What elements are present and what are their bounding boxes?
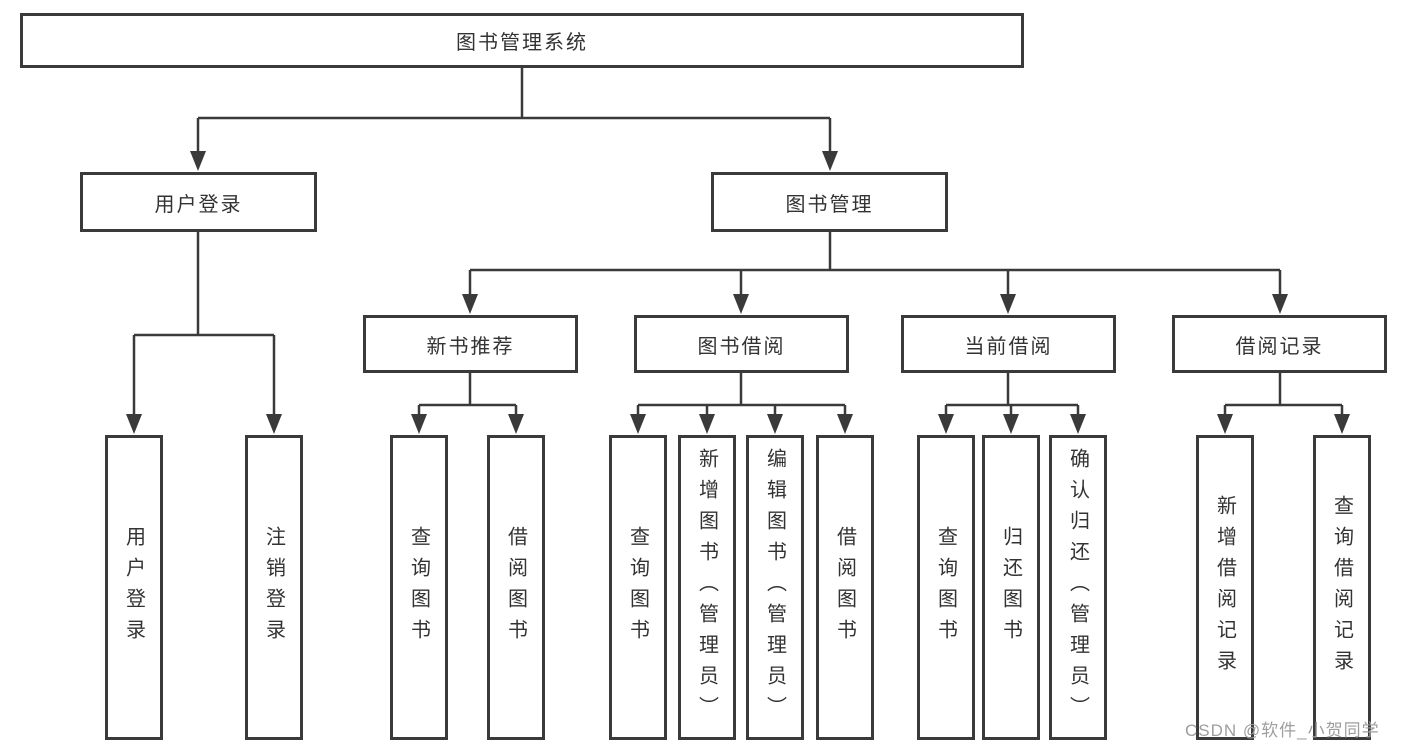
node-new-book-recommend: 新书推荐 xyxy=(363,315,578,373)
node-borrowing-records: 借阅记录 xyxy=(1172,315,1387,373)
leaf-logout: 注销登录 xyxy=(245,435,303,740)
leaf-borrow-books-recommend: 借阅图书 xyxy=(487,435,545,740)
leaf-query-books-borrowing: 查询图书 xyxy=(609,435,667,740)
leaf-add-book-admin: 新增图书（管理员） xyxy=(678,435,736,740)
node-book-management: 图书管理 xyxy=(711,172,948,232)
leaf-edit-book-admin: 编辑图书（管理员） xyxy=(746,435,804,740)
csdn-watermark: CSDN @软件_小贺同学 xyxy=(1185,721,1380,740)
leaf-confirm-return-admin: 确认归还（管理员） xyxy=(1049,435,1107,740)
node-book-borrowing: 图书借阅 xyxy=(634,315,849,373)
leaf-add-borrow-record: 新增借阅记录 xyxy=(1196,435,1254,740)
node-library-system: 图书管理系统 xyxy=(20,13,1024,68)
arrowheads xyxy=(126,151,1350,434)
leaf-user-login: 用户登录 xyxy=(105,435,163,740)
leaf-query-borrow-record: 查询借阅记录 xyxy=(1313,435,1371,740)
node-user-login: 用户登录 xyxy=(80,172,317,232)
leaf-return-books: 归还图书 xyxy=(982,435,1040,740)
leaf-query-books-recommend: 查询图书 xyxy=(390,435,448,740)
leaf-query-books-current: 查询图书 xyxy=(917,435,975,740)
leaf-borrow-books-borrowing: 借阅图书 xyxy=(816,435,874,740)
node-current-borrowing: 当前借阅 xyxy=(901,315,1116,373)
